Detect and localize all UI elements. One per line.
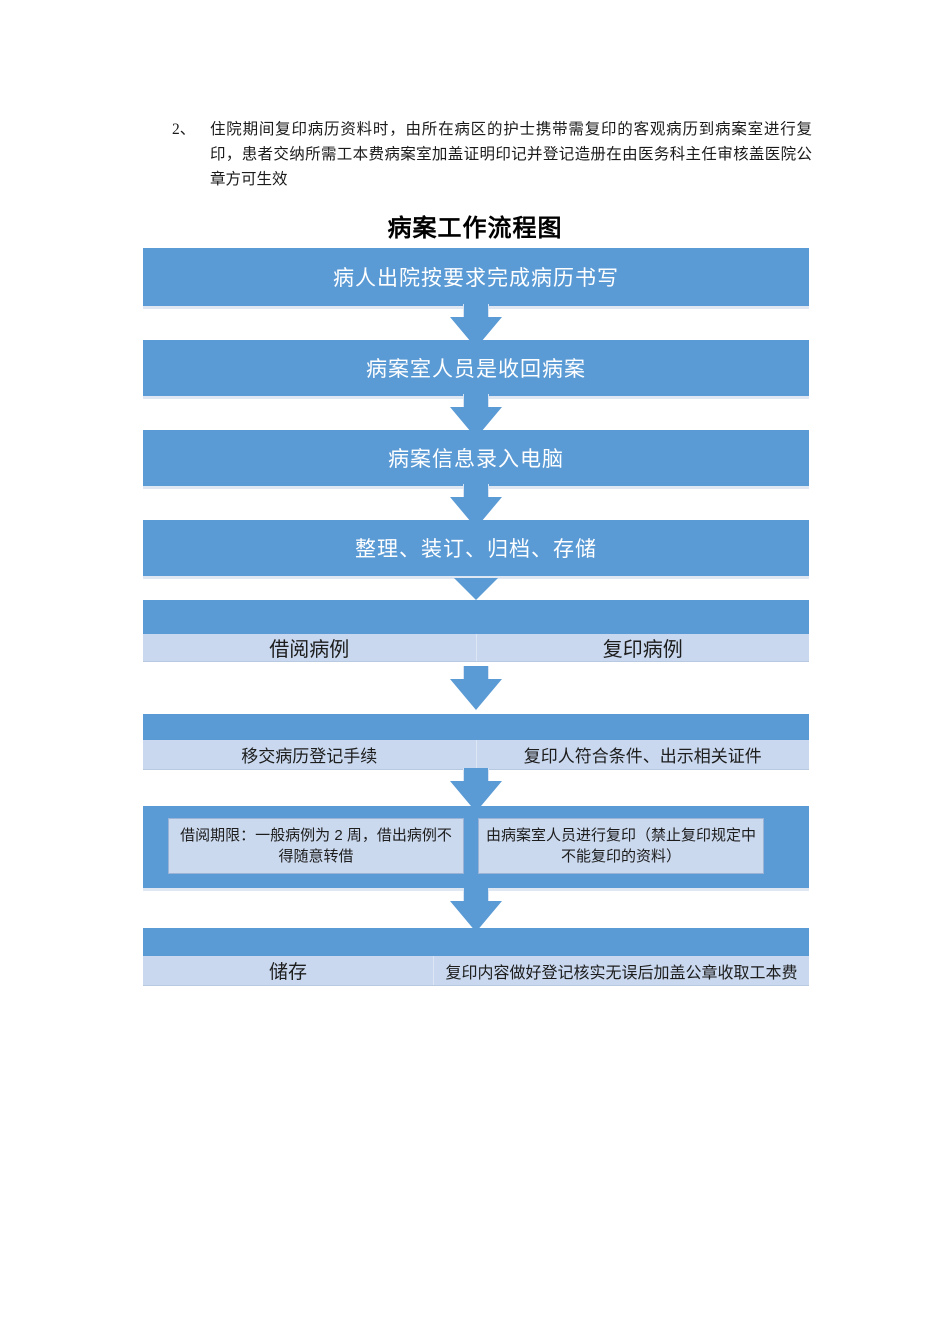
split-cell-right-2: 复印人符合条件、出示相关证件 — [523, 747, 762, 766]
flow-step-box-2: 病案室人员是收回病案 — [143, 340, 809, 396]
intro-paragraph: 2、 住院期间复印病历资料时，由所在病区的护士携带需复印的客观病历到病案室进行复… — [172, 117, 812, 192]
box-shadow-edge — [143, 576, 809, 579]
split-top-band — [143, 928, 809, 956]
flow-step-label-3: 病案信息录入电脑 — [388, 448, 564, 471]
flow-step-label-1: 病人出院按要求完成病历书写 — [333, 267, 619, 290]
arrow-stem — [463, 768, 489, 782]
split-cell-left-1: 借阅病例 — [143, 634, 477, 661]
split-top-band — [143, 714, 809, 740]
arrow-head-icon — [454, 578, 498, 600]
flowchart: 病人出院按要求完成病历书写 病案室人员是收回病案 病案信息录入电脑 整理、装订、… — [143, 248, 809, 998]
flow-arrow-4 — [450, 578, 502, 602]
arrow-head-icon — [450, 679, 502, 710]
flow-step-label-4: 整理、装订、归档、存储 — [355, 538, 597, 561]
arrow-stem — [463, 888, 489, 902]
arrow-stem — [463, 394, 489, 408]
split-bottom-band: 借阅病例 复印病例 — [143, 634, 809, 662]
flow-split-row-3: 储存 复印内容做好登记核实无误后加盖公章收取工本费 — [143, 928, 809, 986]
arrow-stem — [463, 484, 489, 498]
arrow-stem — [463, 666, 489, 680]
intro-paragraph-text: 住院期间复印病历资料时，由所在病区的护士携带需复印的客观病历到病案室进行复印，患… — [210, 121, 812, 188]
flow-detail-row: 借阅期限：一般病例为 2 周，借出病例不得随意转借 由病案室人员进行复印（禁止复… — [143, 806, 809, 888]
detail-subbox-left: 借阅期限：一般病例为 2 周，借出病例不得随意转借 — [168, 818, 464, 874]
split-cell-right-1: 复印病例 — [602, 639, 683, 661]
intro-list-number: 2、 — [172, 121, 196, 138]
split-cell-left-2: 移交病历登记手续 — [143, 740, 477, 769]
split-bottom-band: 移交病历登记手续 复印人符合条件、出示相关证件 — [143, 740, 809, 770]
arrow-stem — [463, 304, 489, 318]
flow-step-box-3: 病案信息录入电脑 — [143, 430, 809, 486]
detail-subbox-right: 由病案室人员进行复印（禁止复印规定中不能复印的资料） — [478, 818, 764, 874]
flow-split-row-1: 借阅病例 复印病例 — [143, 600, 809, 662]
split-bottom-band: 储存 复印内容做好登记核实无误后加盖公章收取工本费 — [143, 956, 809, 986]
split-cell-right-3: 复印内容做好登记核实无误后加盖公章收取工本费 — [445, 964, 798, 982]
flow-step-label-2: 病案室人员是收回病案 — [366, 358, 586, 381]
flowchart-title: 病案工作流程图 — [387, 215, 563, 242]
flow-arrow-7 — [450, 888, 502, 932]
flow-step-box-1: 病人出院按要求完成病历书写 — [143, 248, 809, 306]
split-top-band — [143, 600, 809, 634]
flow-step-box-4: 整理、装订、归档、存储 — [143, 520, 809, 576]
flow-arrow-5 — [450, 666, 502, 710]
flow-split-row-2: 移交病历登记手续 复印人符合条件、出示相关证件 — [143, 714, 809, 770]
arrow-head-icon — [450, 901, 502, 932]
split-cell-left-3: 储存 — [143, 956, 434, 985]
